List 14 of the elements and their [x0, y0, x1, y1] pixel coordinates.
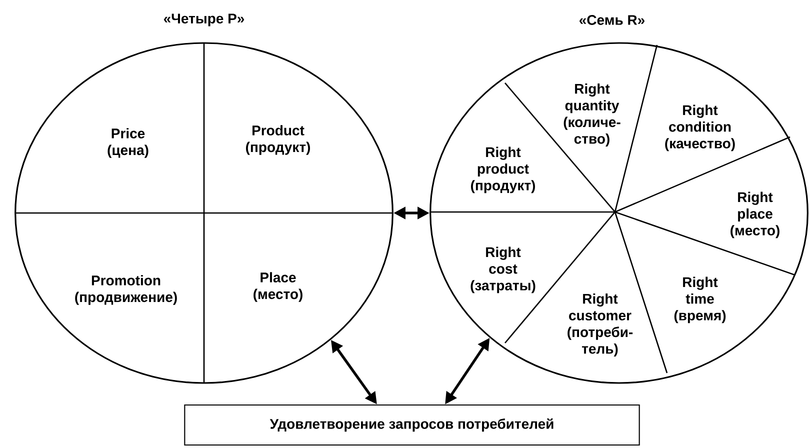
heading: «Семь R»	[580, 15, 644, 25]
sector-label: Right quantity (количе- ство)	[564, 83, 620, 147]
sector-label: Right place (место)	[730, 192, 780, 238]
sector-label: Price (цена)	[108, 128, 148, 158]
sector-label: Right condition (качество)	[665, 104, 735, 152]
sector-label: Place (место)	[254, 272, 302, 302]
result-box: Удовлетворение запросов потребителей	[184, 404, 640, 446]
sector-label: Right product (продукт)	[471, 146, 535, 194]
sector-label: Product (продукт)	[246, 125, 310, 155]
sector-label: Right cost (затраты)	[470, 246, 536, 294]
sector-label: Promotion (продвижение)	[75, 275, 177, 305]
sector-label: Right customer (потреби- тель)	[568, 293, 633, 357]
heading: «Четыре P»	[164, 14, 244, 26]
sector-label: Right time (время)	[674, 276, 726, 324]
